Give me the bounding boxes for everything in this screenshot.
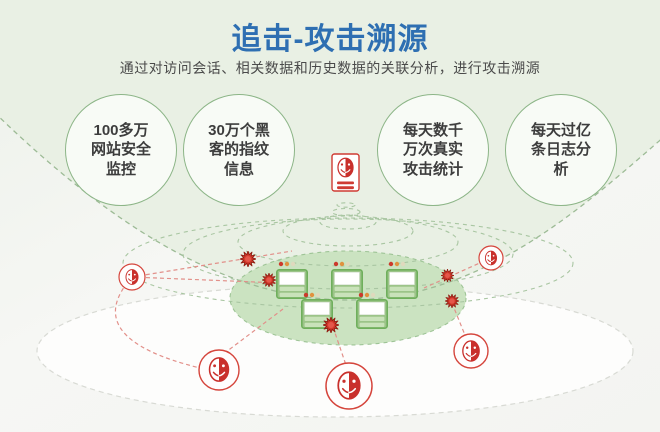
status-dot-orange <box>284 261 290 267</box>
status-dot-orange <box>364 292 370 298</box>
status-dot-orange <box>309 292 315 298</box>
hacker-id-card-icon <box>331 153 360 192</box>
status-dot-pale <box>345 261 351 267</box>
stat-circle-log-analysis: 每天过亿 条日志分 析 <box>505 94 617 206</box>
server-icon <box>356 299 388 329</box>
status-dot-pale <box>315 292 321 298</box>
server-node <box>331 261 363 299</box>
stat-line: 信息 <box>223 160 254 178</box>
attack-path-lines <box>114 250 492 369</box>
server-cluster <box>276 261 418 329</box>
status-dot-red <box>303 292 309 298</box>
server-node <box>301 292 333 329</box>
hacker-masks <box>118 245 504 410</box>
status-dot-orange <box>394 261 400 267</box>
theater-mask-icon <box>337 157 354 178</box>
theater-mask-icon <box>337 371 361 400</box>
status-dot-red <box>358 292 364 298</box>
server-node <box>276 261 308 299</box>
hacker-node <box>198 349 240 391</box>
hacker-node <box>453 333 489 369</box>
status-dot-red <box>333 261 339 267</box>
stat-line: 每天数千 <box>402 122 463 140</box>
server-node <box>386 261 418 299</box>
stat-line: 30万个黑 <box>208 122 270 140</box>
status-dot-pale <box>370 292 376 298</box>
stat-line: 100多万 <box>93 122 149 140</box>
theater-mask-icon <box>462 340 480 362</box>
stat-line: 监控 <box>105 160 136 178</box>
server-icon <box>331 269 363 299</box>
page-subtitle: 通过对访问会话、相关数据和历史数据的关联分析，进行攻击溯源 <box>119 60 541 76</box>
status-dot-pale <box>290 261 296 267</box>
stat-line: 条日志分 <box>530 141 591 159</box>
server-node <box>356 292 388 329</box>
stat-circle-attack-statistics: 每天数千 万次真实 攻击统计 <box>377 94 489 206</box>
stat-line: 万次真实 <box>402 141 463 159</box>
hacker-node <box>325 362 373 410</box>
status-dot-red <box>278 261 284 267</box>
stat-line: 客的指纹 <box>208 141 269 159</box>
status-dot-orange <box>339 261 345 267</box>
theater-mask-icon <box>484 250 498 266</box>
server-icon <box>386 269 418 299</box>
theater-mask-icon <box>125 269 139 285</box>
page-title: 追击-攻击溯源 <box>231 23 429 56</box>
theater-mask-icon <box>208 357 230 382</box>
server-icon <box>276 269 308 299</box>
stat-line: 析 <box>553 160 569 178</box>
stat-line: 网站安全 <box>90 141 151 159</box>
stat-circle-hacker-fingerprints: 30万个黑 客的指纹 信息 <box>183 94 295 206</box>
analysis-dome-fill <box>0 0 660 300</box>
hacker-node <box>118 263 146 291</box>
stat-line: 每天过亿 <box>530 122 591 140</box>
status-dot-pale <box>400 261 406 267</box>
status-dot-red <box>388 261 394 267</box>
server-platform-edge <box>229 250 467 346</box>
stat-circle-website-monitoring: 100多万 网站安全 监控 <box>65 94 177 206</box>
data-vortex-rings <box>122 202 574 309</box>
stat-line: 攻击统计 <box>402 160 463 178</box>
hacker-node <box>478 245 504 271</box>
